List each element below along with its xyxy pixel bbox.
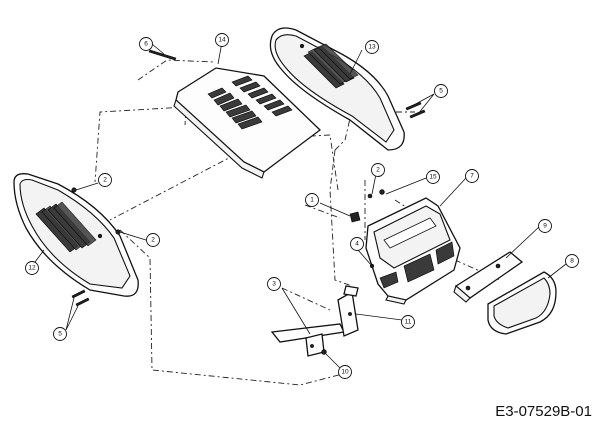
lower-bracket: [453, 251, 524, 303]
svg-text:2: 2: [151, 237, 155, 244]
callout-7: 7: [465, 169, 479, 183]
left-panel-vent: [35, 201, 97, 253]
left-side-panel: [13, 173, 139, 297]
svg-text:3: 3: [272, 281, 276, 288]
right-side-panel: [269, 27, 405, 151]
callout-6: 6: [139, 37, 153, 51]
callout-12: 12: [25, 261, 39, 275]
callout-9: 9: [538, 219, 552, 233]
callout-13: 13: [365, 40, 379, 54]
svg-text:14: 14: [218, 37, 226, 44]
svg-text:12: 12: [28, 265, 36, 272]
callout-5-right: 5: [434, 84, 448, 98]
svg-text:11: 11: [405, 319, 412, 326]
svg-text:8: 8: [570, 258, 574, 265]
svg-text:15: 15: [429, 174, 437, 181]
hood-vent-rear: [231, 75, 293, 117]
svg-text:2: 2: [103, 177, 107, 184]
svg-text:2: 2: [376, 167, 380, 174]
callout-2-upper-left: 2: [98, 173, 112, 187]
svg-text:13: 13: [368, 44, 376, 51]
hood-vent-front: [207, 87, 263, 130]
svg-text:1: 1: [310, 197, 314, 204]
svg-text:9: 9: [543, 223, 547, 230]
svg-text:10: 10: [341, 369, 349, 376]
front-grille: [365, 197, 461, 305]
svg-text:6: 6: [144, 41, 148, 48]
callout-8: 8: [565, 254, 579, 268]
leader-lines: [31, 41, 567, 371]
grille-mesh-left: [403, 253, 435, 283]
callout-15: 15: [426, 170, 440, 184]
svg-text:4: 4: [355, 241, 359, 248]
drawing-code-label: E3-07529B-01: [495, 403, 592, 420]
callout-2-lower-left: 2: [146, 233, 160, 247]
light-cover: [487, 271, 557, 335]
callout-5-left: 5: [53, 327, 67, 341]
callout-3: 3: [267, 277, 281, 291]
callout-1: 1: [305, 193, 319, 207]
support-frame: [270, 285, 359, 357]
hardware-items: [71, 49, 426, 355]
callout-14: 14: [215, 33, 229, 47]
callout-4: 4: [350, 237, 364, 251]
callout-10: 10: [338, 365, 352, 379]
right-panel-vent: [303, 43, 359, 89]
callout-2-center: 2: [371, 163, 385, 177]
svg-text:5: 5: [58, 331, 62, 338]
svg-text:5: 5: [439, 88, 443, 95]
grille-mesh-right: [435, 241, 455, 265]
hood-panel: [173, 67, 322, 179]
callout-11: 11: [401, 315, 415, 329]
svg-text:7: 7: [470, 173, 474, 180]
